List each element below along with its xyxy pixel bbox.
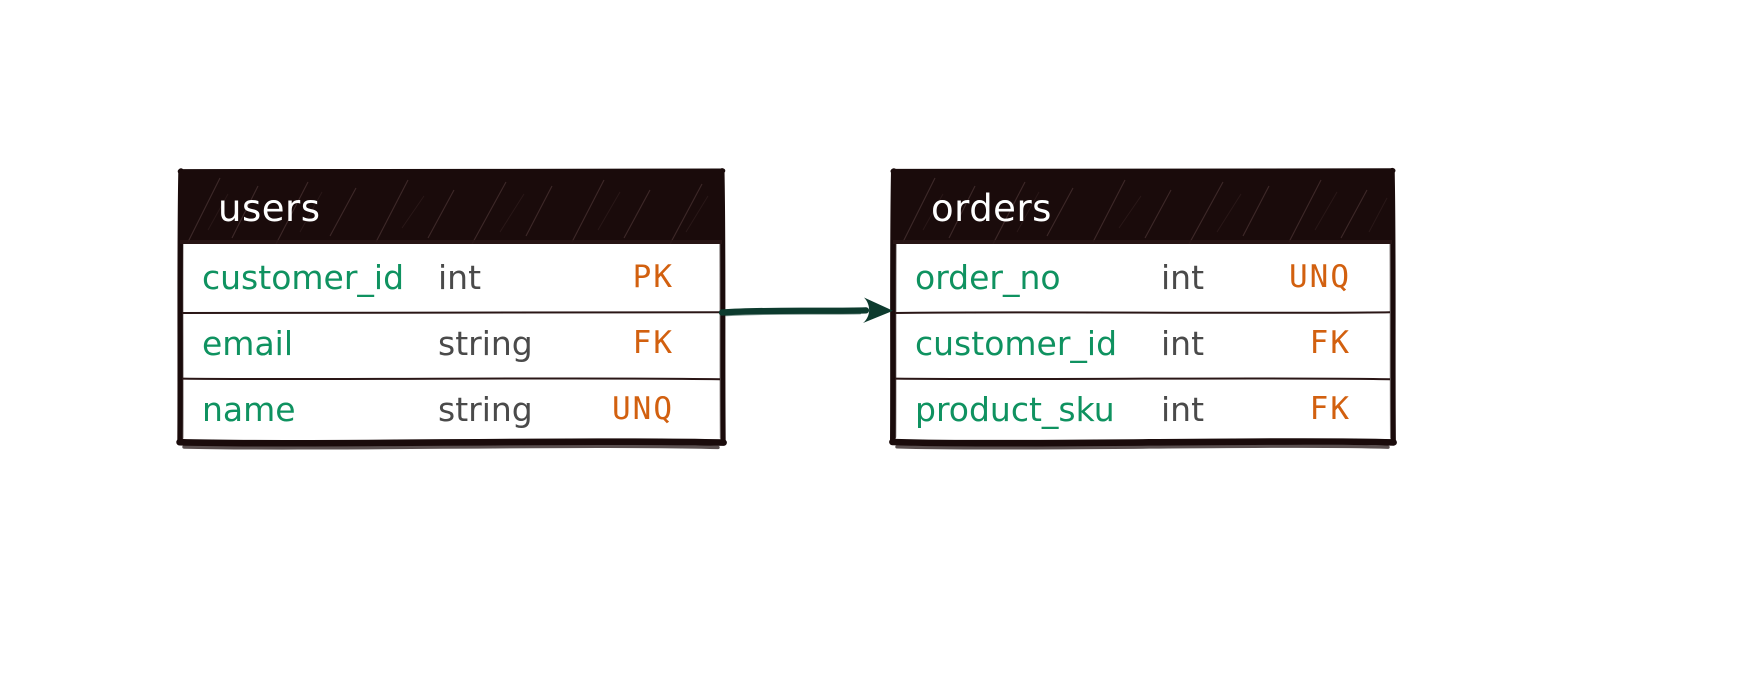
row-divider [894,311,1391,314]
entity-orders[interactable]: orders order_no int UNQ customer_id int … [889,167,1397,450]
column-name: product_sku [915,389,1115,429]
column-key-badge: PK [632,259,674,295]
column-name: order_no [915,257,1061,297]
relationship-line-sketch [724,312,862,317]
entity-orders-title: orders [931,186,1052,230]
column-name: customer_id [915,323,1118,363]
entity-users-rows: customer_id int PK email string FK [180,244,722,442]
entity-orders-rows: order_no int UNQ customer_id int FK [893,244,1392,442]
column-type: int [1161,257,1205,297]
column-key-badge: FK [1309,325,1351,361]
row-divider [181,377,721,381]
entity-orders-header: orders [893,172,1392,244]
column-type: string [438,323,533,363]
column-key-badge: UNQ [1289,259,1351,295]
entity-users-title: users [218,186,321,230]
column-type: string [438,389,533,429]
column-type: int [1161,323,1205,363]
row-divider [181,311,721,314]
column-key-badge: FK [1309,391,1351,427]
table-row[interactable]: customer_id int FK [893,310,1392,376]
table-row[interactable]: name string UNQ [180,376,722,442]
column-key-badge: FK [632,325,674,361]
row-divider [894,377,1391,381]
column-key-badge: UNQ [612,391,674,427]
table-row[interactable]: customer_id int PK [180,244,722,310]
entity-users[interactable]: users customer_id int PK email string FK [176,168,727,450]
entity-users-header: users [180,172,722,244]
column-name: email [202,323,294,363]
table-row[interactable]: order_no int UNQ [893,244,1392,310]
column-name: name [202,389,296,429]
relationship-arrowhead-icon [863,297,893,323]
relationship-line [718,307,870,316]
column-type: int [438,257,482,297]
table-row[interactable]: product_sku int FK [893,376,1392,442]
table-row[interactable]: email string FK [180,310,722,376]
column-type: int [1161,389,1205,429]
column-name: customer_id [202,257,405,297]
